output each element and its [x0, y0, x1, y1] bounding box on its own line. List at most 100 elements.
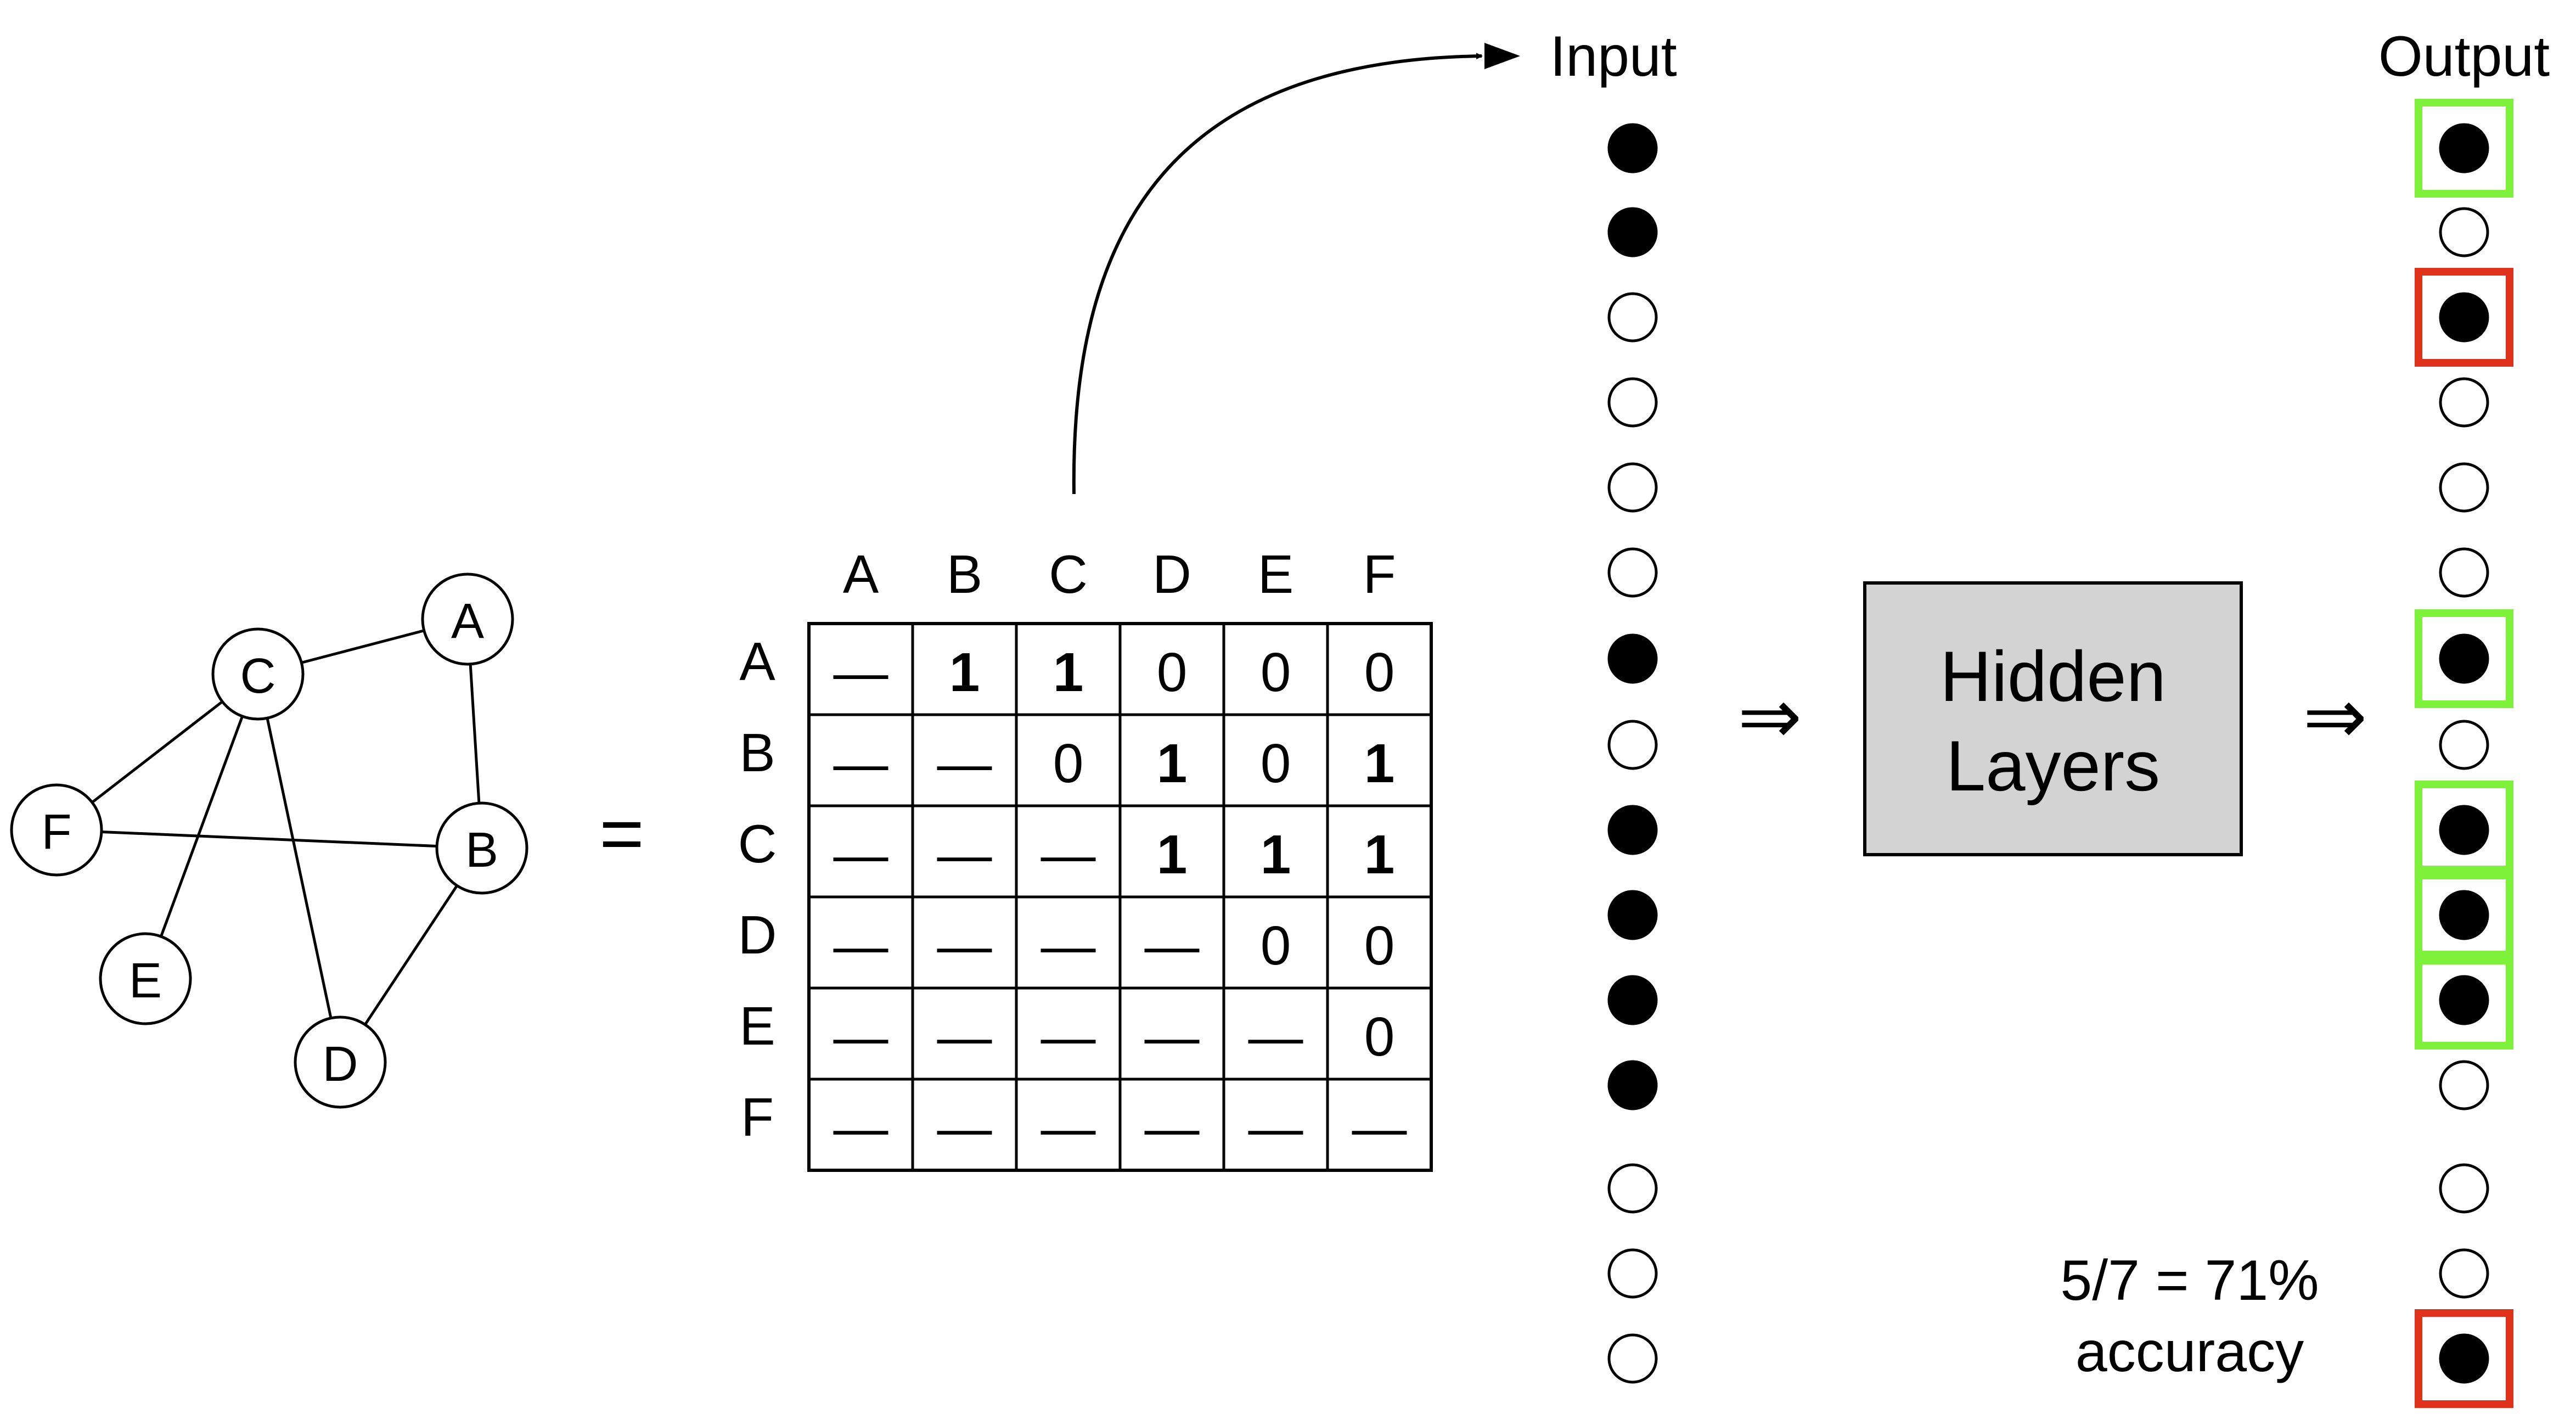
- matrix-cell: —: [1145, 915, 1200, 977]
- input-node: [1607, 720, 1658, 770]
- flatten-arrow-head: [1484, 43, 1520, 69]
- output-node: [2439, 890, 2489, 940]
- output-node: [2439, 123, 2489, 173]
- graph-node-label-B: B: [465, 823, 498, 878]
- matrix-cell: 1: [1157, 824, 1188, 885]
- hidden-layers-line2: Layers: [1946, 726, 2160, 806]
- input-node: [1607, 805, 1658, 855]
- graph-node-label-C: C: [240, 649, 276, 704]
- matrix-cell: 0: [1261, 642, 1291, 703]
- input-node: [1607, 462, 1658, 513]
- graph-node-C: [211, 627, 305, 721]
- graph-node-B: [435, 801, 528, 895]
- input-nodes: [1607, 123, 1658, 1384]
- matrix-cell: —: [1145, 1097, 1200, 1159]
- matrix-col-header: D: [1152, 544, 1191, 604]
- flatten-arrow: [1072, 53, 1483, 495]
- graph-node-D: [294, 1015, 387, 1109]
- graph-node-label-F: F: [42, 805, 72, 860]
- graph-edge-F-B: [101, 830, 437, 848]
- matrix-cell: 0: [1364, 1006, 1395, 1068]
- matrix-cell: —: [1145, 1006, 1200, 1068]
- correct-prediction-box: [2415, 951, 2513, 1050]
- graph-node-label-A: A: [451, 594, 484, 649]
- input-node: [1607, 633, 1658, 684]
- input-node: [1607, 1163, 1658, 1214]
- matrix-row-header: C: [738, 813, 777, 874]
- matrix-cell: —: [834, 642, 888, 703]
- matrix-cell: —: [834, 1097, 888, 1159]
- matrix-cell: 0: [1157, 642, 1188, 703]
- matrix-cell: —: [1041, 915, 1096, 977]
- matrix-cell: —: [834, 1006, 888, 1068]
- input-node: [1607, 1248, 1658, 1299]
- graph-edges: [91, 629, 481, 1025]
- wrong-prediction-box: [2415, 1309, 2513, 1408]
- output-node: [2439, 1060, 2489, 1110]
- hidden-layers-line1: Hidden: [1940, 636, 2166, 716]
- matrix-col-header: F: [1363, 544, 1396, 604]
- output-nodes: [2415, 99, 2513, 1408]
- matrix-cell: —: [1041, 1097, 1096, 1159]
- matrix-row-header: D: [738, 905, 777, 965]
- matrix-cell: —: [1041, 1006, 1096, 1068]
- matrix-cell: 1: [1261, 824, 1291, 885]
- matrix-cell: 0: [1364, 642, 1395, 703]
- matrix-cell: —: [937, 733, 992, 794]
- graph-edge-C-F: [91, 700, 223, 804]
- equals-sign: =: [599, 790, 644, 877]
- matrix-cell: 0: [1364, 915, 1395, 977]
- input-title: Input: [1550, 25, 1677, 88]
- matrix-cell: —: [1041, 824, 1096, 885]
- correct-prediction-box: [2415, 609, 2513, 708]
- graph-node-label-E: E: [129, 953, 162, 1008]
- matrix-col-header: C: [1049, 544, 1088, 604]
- arrow-to-hidden: ⇒: [1737, 674, 1802, 760]
- matrix-col-header: B: [947, 544, 982, 604]
- matrix-cell: 1: [1157, 733, 1188, 794]
- wrong-prediction-box: [2415, 268, 2513, 367]
- matrix-cell: —: [1352, 1097, 1407, 1159]
- matrix-cell: 0: [1261, 915, 1291, 977]
- matrix-cell: —: [937, 1006, 992, 1068]
- matrix-row-header: B: [739, 722, 775, 783]
- graph-edge-C-E: [160, 716, 244, 937]
- matrix-cell: —: [834, 733, 888, 794]
- input-node: [1607, 547, 1658, 598]
- output-node: [2439, 377, 2489, 428]
- matrix-cell: 1: [1364, 733, 1395, 794]
- hidden-layers-box: [1863, 581, 2243, 856]
- graph-node-F: [10, 783, 103, 877]
- output-node: [2439, 547, 2489, 598]
- matrix-cell: 0: [1261, 733, 1291, 794]
- matrix-cell: —: [1248, 1006, 1303, 1068]
- correct-prediction-box: [2415, 781, 2513, 879]
- output-title: Output: [2378, 25, 2550, 88]
- input-node: [1607, 890, 1658, 940]
- input-node: [1607, 975, 1658, 1025]
- input-node: [1607, 292, 1658, 343]
- matrix-cell: 1: [1053, 642, 1084, 703]
- input-node: [1607, 1333, 1658, 1384]
- accuracy-label: accuracy: [2076, 1320, 2304, 1384]
- correct-prediction-box: [2415, 99, 2513, 198]
- matrix-cell: —: [834, 824, 888, 885]
- graph-edge-A-B: [469, 664, 481, 804]
- output-node: [2439, 462, 2489, 513]
- matrix-cell: —: [937, 915, 992, 977]
- input-node: [1607, 123, 1658, 173]
- input-node: [1607, 377, 1658, 428]
- output-node: [2439, 207, 2489, 257]
- graph-edge-B-D: [364, 885, 458, 1025]
- matrix-cell: —: [937, 1097, 992, 1159]
- matrix-cell: —: [1248, 1097, 1303, 1159]
- matrix-col-header: E: [1258, 544, 1293, 604]
- correct-prediction-box: [2415, 866, 2513, 964]
- graph-edge-C-A: [301, 629, 425, 664]
- input-node: [1607, 207, 1658, 257]
- graph-node-E: [99, 932, 192, 1025]
- output-node: [2439, 720, 2489, 770]
